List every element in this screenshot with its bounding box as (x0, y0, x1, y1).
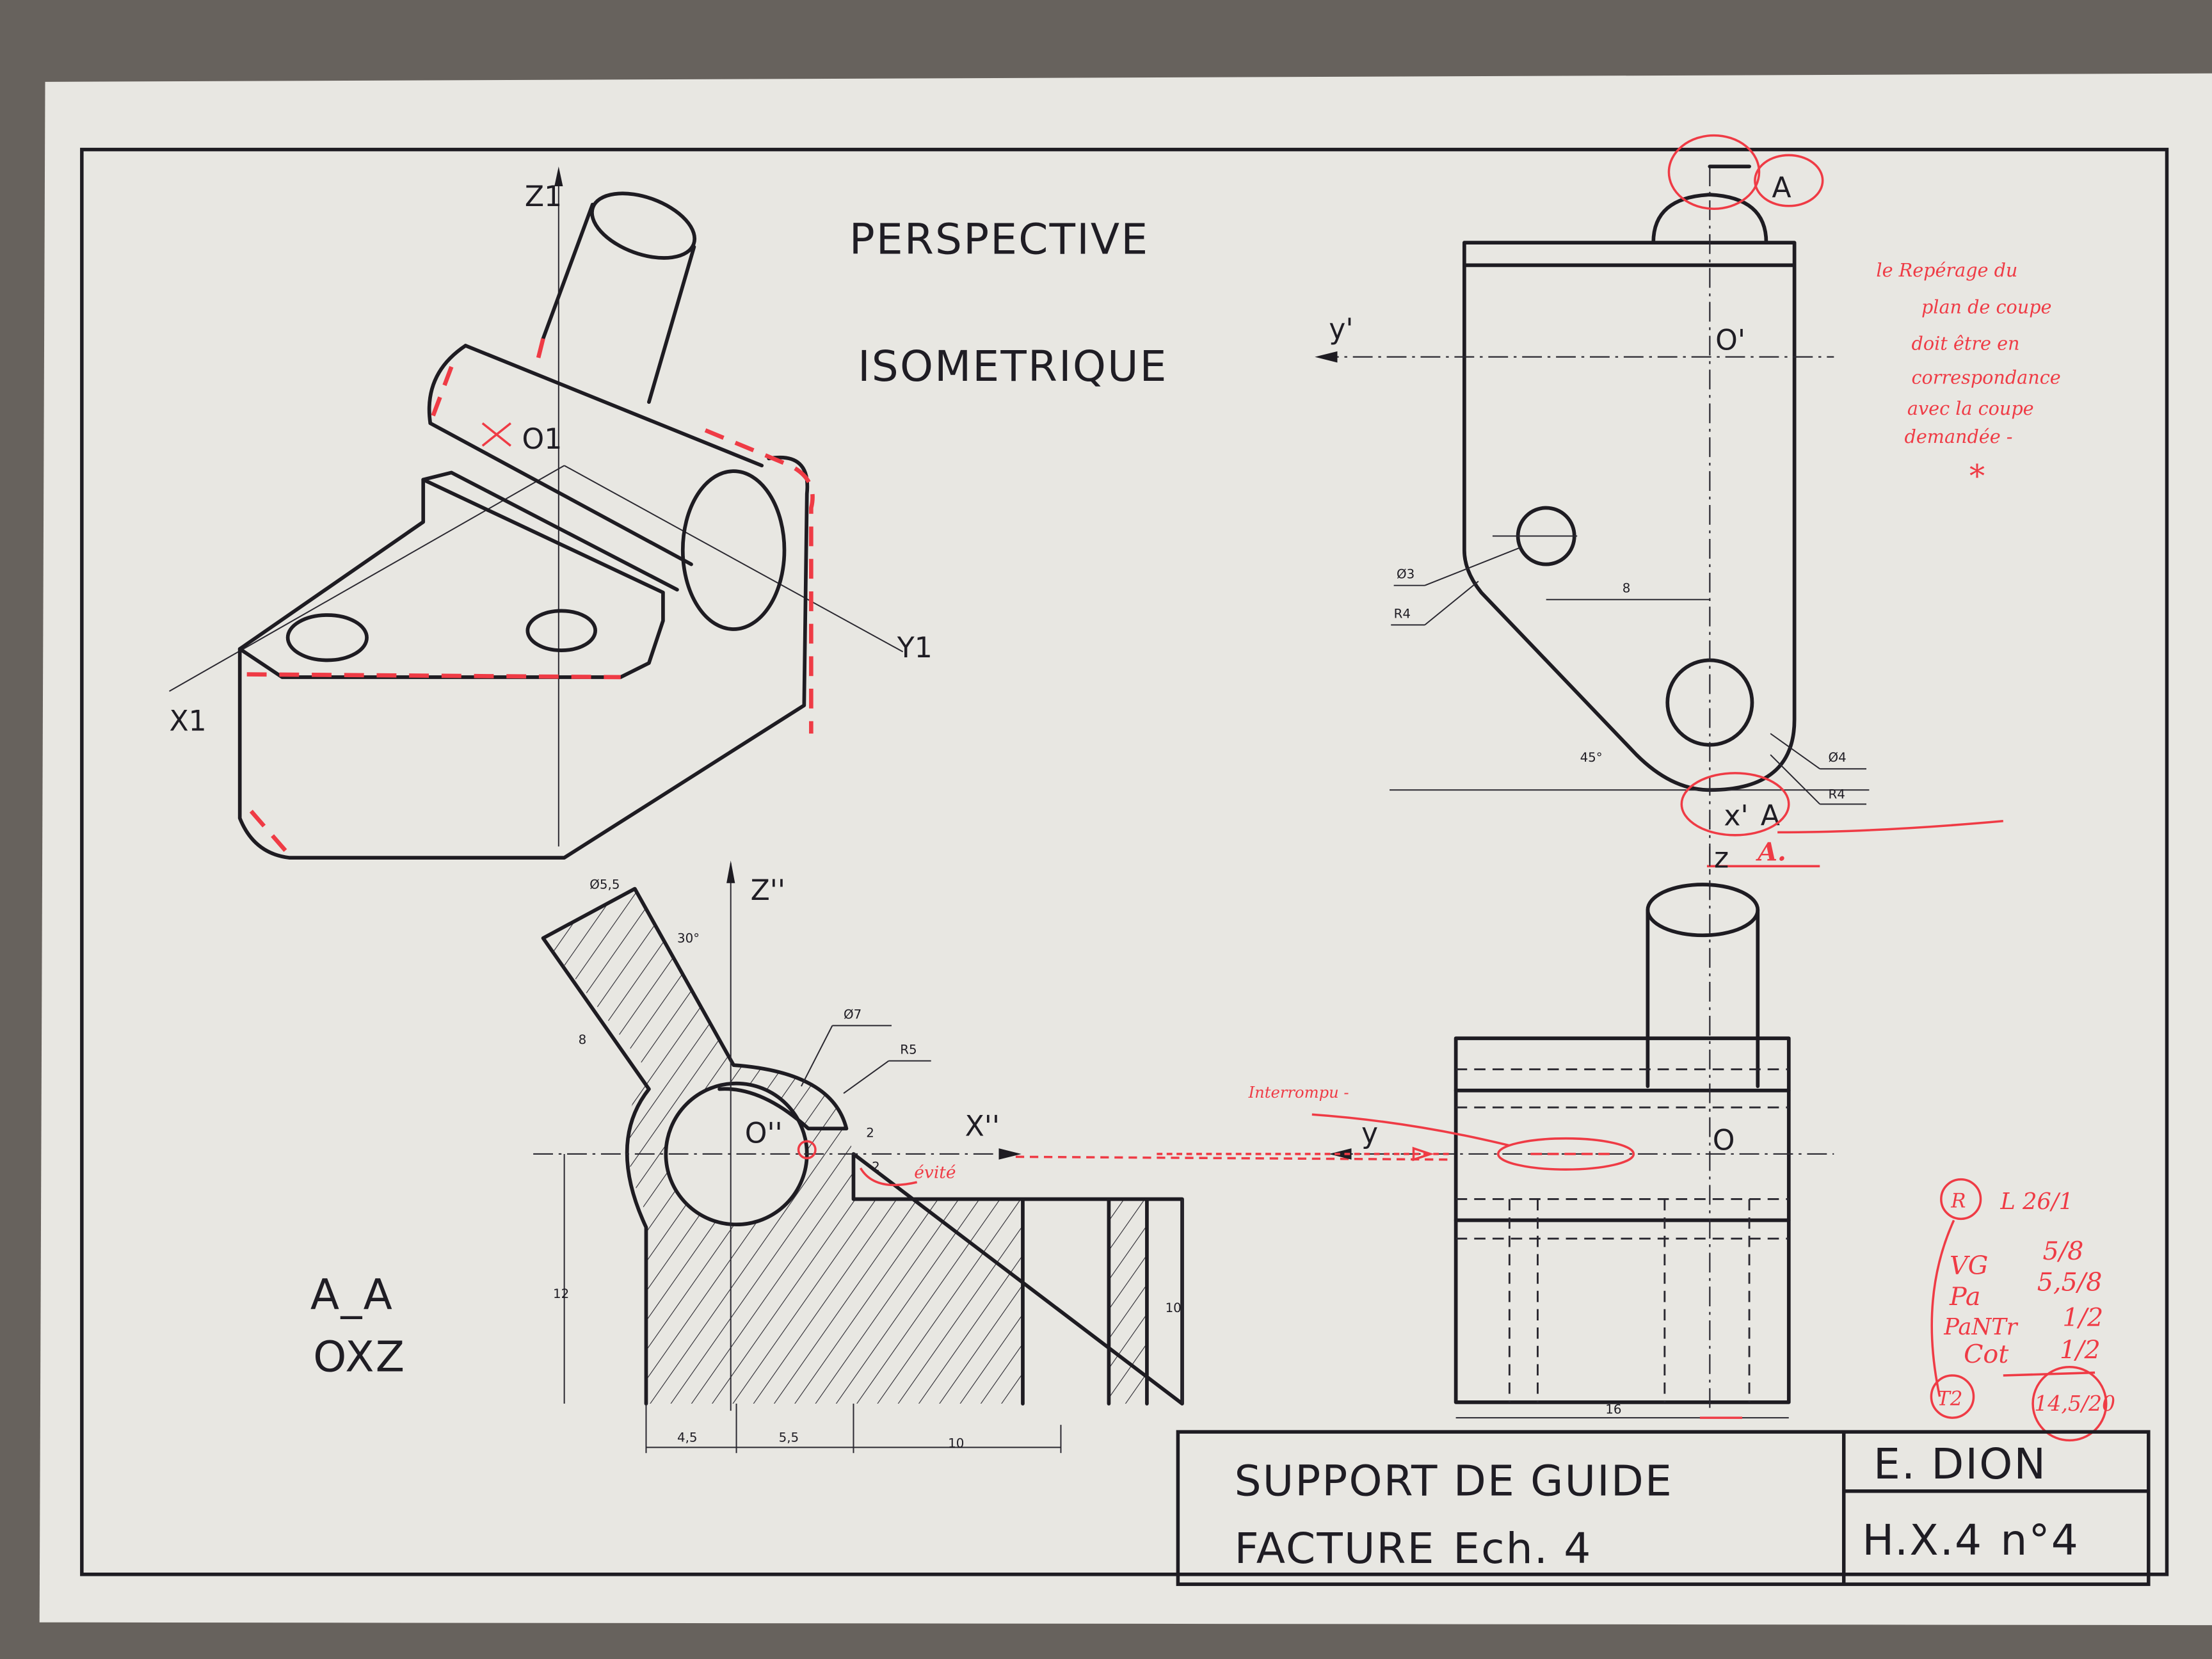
grade-label: PaNTr (1943, 1314, 2019, 1340)
dim-bore: Ø7 (844, 1007, 862, 1022)
section-plane: OXZ (313, 1332, 406, 1381)
drawing-scale: Ech. 4 (1453, 1524, 1592, 1573)
dim-width: 16 (1605, 1402, 1621, 1416)
title-block: SUPPORT DE GUIDE FACTURE Ech. 4 E. DION … (1176, 1430, 2151, 1586)
axis-y1: Y1 (897, 632, 933, 664)
grade-score: 1/2 (2060, 1336, 2101, 1365)
top-view: y' O' A 8 Ø3 R4 45° Ø4 R4 x' A A. le Rep… (1315, 134, 2061, 875)
correction-interrupted: Interrompu - (1248, 1083, 1349, 1102)
author-name: E. DION (1873, 1439, 2047, 1489)
section-label: A_A (310, 1270, 394, 1319)
grading-marks: R L 26/1 VG 5/8 Pa 5,5/8 PaNTr 1/2 Cot 1… (1930, 1178, 2115, 1442)
front-view: z y O 16 Interrompu - (1157, 842, 1834, 1419)
axis-x2: X'' (965, 1110, 1000, 1142)
drawing-subtitle: FACTURE (1235, 1524, 1436, 1573)
grade-score: 5,5/8 (2037, 1268, 2103, 1297)
dim-large-hole: Ø4 (1828, 750, 1846, 765)
axis-y-prime: y' (1329, 313, 1353, 346)
origin-o-prime: O' (1715, 325, 1745, 357)
grade-score: 5/8 (2043, 1237, 2084, 1266)
origin-o2: O'' (745, 1117, 783, 1150)
class-code: H.X.4 (1862, 1516, 1983, 1565)
axis-y: y (1361, 1117, 1378, 1150)
note-line: plan de coupe (1921, 296, 2052, 317)
grade-label: VG (1950, 1251, 1988, 1280)
dim-height-right: 10 (1166, 1301, 1182, 1315)
axis-z: z (1714, 842, 1729, 875)
dim-step-v: 2 (866, 1125, 874, 1140)
drawing-number: n°4 (2000, 1516, 2080, 1565)
dim-spacing: 8 (1623, 581, 1631, 596)
correction-note: le Repérage du plan de coupe doit être e… (1876, 259, 2060, 494)
grade-total: 14,5/20 (2034, 1391, 2115, 1416)
grade-score: 1/2 (2062, 1303, 2103, 1333)
grade-date: L 26/1 (2000, 1189, 2073, 1215)
origin-o1: O1 (522, 423, 563, 456)
drawing-title: SUPPORT DE GUIDE (1235, 1456, 1673, 1505)
note-line: doit être en (1912, 333, 2020, 355)
axis-x1: X1 (169, 705, 206, 738)
note-line: avec la coupe (1907, 397, 2034, 419)
origin-o: O (1713, 1124, 1735, 1157)
cut-label-top: A (1772, 172, 1791, 205)
dim-angle: 30° (677, 931, 700, 945)
dim-boss-length: 8 (579, 1032, 587, 1047)
axis-x-prime: x' (1724, 799, 1748, 832)
dim-height-left: 12 (553, 1286, 569, 1301)
note-star: * (1969, 458, 1985, 494)
correction-cut-letter: A. (1755, 837, 1786, 867)
note-line: correspondance (1912, 367, 2061, 389)
axis-z1: Z1 (525, 180, 562, 213)
grade-bottom-mark: T2 (1937, 1387, 1962, 1410)
dim-radius-left: R4 (1394, 606, 1411, 621)
note-line: le Repérage du (1876, 259, 2017, 281)
dim-radius: R5 (900, 1042, 917, 1057)
perspective-title: PERSPECTIVE (849, 215, 1149, 264)
grade-label: Cot (1964, 1340, 2008, 1369)
dim-small-hole: Ø3 (1397, 567, 1415, 582)
axis-z2: Z'' (751, 874, 785, 907)
dim-radius-right: R4 (1828, 787, 1845, 802)
section-view-a-a: A_A OXZ Z'' X'' O'' Ø5,5 30° 8 Ø7 R5 2 2… (310, 860, 1454, 1454)
isometric-title: ISOMETRIQUE (858, 342, 1168, 391)
note-line: demandée - (1905, 426, 2013, 447)
correction-avoid: évité (914, 1162, 956, 1182)
sheet-border (80, 147, 2169, 1576)
dim-w1: 4,5 (677, 1431, 698, 1445)
isometric-view: PERSPECTIVE ISOMETRIQUE Z1 X1 Y1 O1 (168, 166, 1168, 860)
dim-angle-45: 45° (1580, 750, 1603, 765)
dim-boss-diameter: Ø5,5 (589, 878, 620, 892)
grade-label: Pa (1949, 1282, 1981, 1311)
paper-sheet (39, 73, 2212, 1626)
dim-w3: 10 (948, 1436, 964, 1450)
dim-step-h: 2 (872, 1159, 880, 1174)
grade-mark: R (1950, 1190, 1966, 1213)
dim-w2: 5,5 (779, 1431, 799, 1445)
